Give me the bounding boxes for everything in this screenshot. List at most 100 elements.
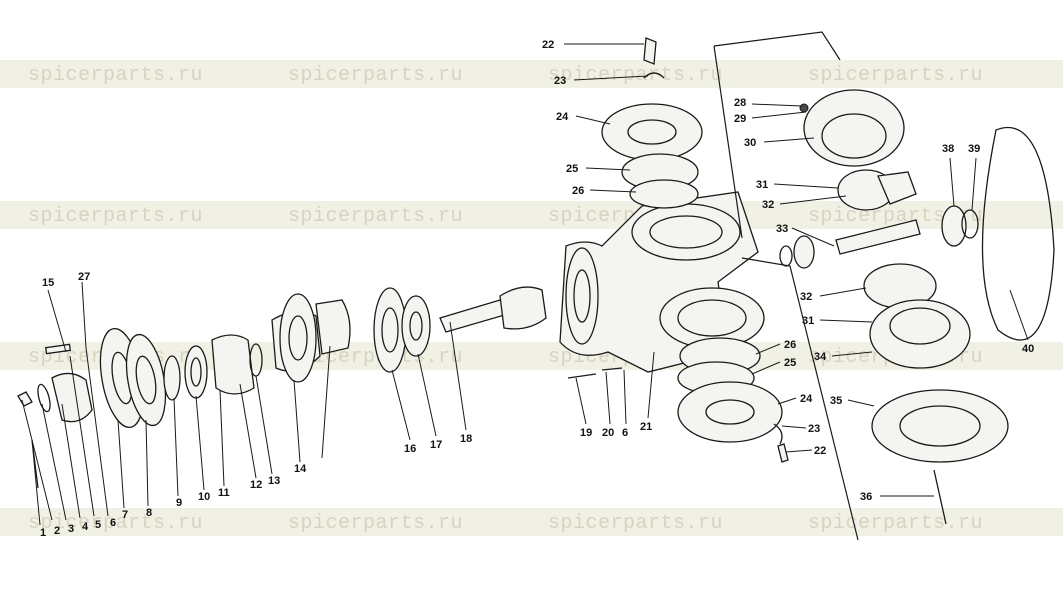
callout-label: 6: [110, 517, 116, 529]
callout-label: 13: [268, 475, 280, 487]
callout-label: 10: [198, 491, 210, 503]
washer-20: [601, 367, 623, 371]
lock-plate-23b: [773, 423, 783, 445]
ring-gear-35: [871, 389, 1009, 463]
callout-label: 25: [566, 163, 578, 175]
callout-label: 22: [542, 39, 554, 51]
drive-pinion-gear: [499, 286, 547, 330]
shim-pack: [373, 287, 407, 373]
bearing-cage-body: [315, 299, 351, 355]
watermark-text: spicerparts.ru: [28, 205, 203, 228]
callout-label: 26: [572, 185, 584, 197]
callout-label: 8: [146, 507, 152, 519]
callout-label: 32: [800, 291, 812, 303]
watermark-text: spicerparts.ru: [808, 512, 983, 535]
watermark-text: spicerparts.ru: [28, 64, 203, 87]
callout-label: 11: [218, 487, 230, 499]
group-frames: [713, 31, 859, 541]
flange-yoke: [51, 372, 93, 423]
adjusting-nut-24b: [677, 381, 783, 443]
seal: [184, 345, 208, 399]
bearing-cone-26: [629, 179, 699, 209]
callout-label: 5: [95, 519, 101, 531]
callout-label: 31: [802, 315, 814, 327]
callout-label: 12: [250, 479, 262, 491]
callout-label: 35: [830, 395, 842, 407]
drive-pinion-shaft: [439, 299, 509, 333]
callout-label: 36: [860, 491, 872, 503]
callout-label: 9: [176, 497, 182, 509]
bolt-22: [643, 37, 657, 65]
callout-label: 21: [640, 421, 652, 433]
callout-label: 33: [776, 223, 788, 235]
callout-label: 39: [968, 143, 980, 155]
callout-label: 25: [784, 357, 796, 369]
callout-label: 2: [54, 525, 60, 537]
callout-label: 17: [430, 439, 442, 451]
housing-upper-bore: [631, 203, 741, 261]
callout-label: 3: [68, 523, 74, 535]
callout-label: 28: [734, 97, 746, 109]
housing-front-face: [565, 247, 599, 345]
cross-shaft-33: [835, 219, 921, 255]
callout-label: 30: [744, 137, 756, 149]
watermark-text: spicerparts.ru: [808, 64, 983, 87]
diff-group-frame-left: [713, 45, 743, 239]
diff-case-half-30: [803, 89, 905, 167]
callout-label: 24: [556, 111, 569, 123]
castle-nut: [17, 391, 33, 407]
callout-label: 27: [78, 271, 90, 283]
callout-label: 1: [40, 527, 46, 539]
callout-label: 24: [800, 393, 813, 405]
shim: [163, 355, 181, 401]
bolt-36: [933, 469, 947, 525]
watermark-text: spicerparts.ru: [288, 512, 463, 535]
watermark-text: spicerparts.ru: [28, 512, 203, 535]
adjusting-nut-24: [601, 103, 703, 161]
diff-pinion-33: [793, 235, 815, 269]
callout-label: 4: [82, 521, 89, 533]
pinion-gear-32: [877, 171, 917, 205]
callout-label: 15: [42, 277, 54, 289]
watermark-text: spicerparts.ru: [808, 205, 983, 228]
watermark-text: spicerparts.ru: [288, 205, 463, 228]
callout-label: 6: [622, 427, 628, 439]
diff-group-frame-lower: [741, 257, 859, 541]
bolt-19: [567, 373, 597, 379]
taper-bearing: [211, 334, 255, 395]
washer: [37, 383, 51, 413]
callout-label: 23: [554, 75, 566, 87]
watermark-text: spicerparts.ru: [548, 64, 723, 87]
callout-label: 19: [580, 427, 592, 439]
callout-label: 7: [122, 509, 128, 521]
callout-label: 14: [294, 463, 307, 475]
callout-label: 40: [1022, 343, 1034, 355]
bolt-22b: [777, 443, 789, 463]
callout-label: 16: [404, 443, 416, 455]
diff-group-frame-top: [713, 31, 841, 61]
callout-label: 18: [460, 433, 472, 445]
bolt-28: [799, 103, 809, 113]
watermark-text: spicerparts.ru: [288, 64, 463, 87]
callout-label: 26: [784, 339, 796, 351]
callout-label: 38: [942, 143, 954, 155]
watermark-text: spicerparts.ru: [548, 512, 723, 535]
thrust-washer-39: [961, 209, 979, 239]
washer-33: [779, 245, 793, 267]
callout-label: 23: [808, 423, 820, 435]
callout-label: 29: [734, 113, 746, 125]
gasket-40: [981, 126, 1055, 341]
callout-label: 34: [814, 351, 827, 363]
inner-bearing: [401, 295, 431, 357]
diff-case-half-31b: [869, 299, 971, 369]
callout-label: 20: [602, 427, 614, 439]
parts-drawing: [17, 37, 1055, 525]
leader-lines: [21, 43, 1029, 526]
bearing-cage-face: [279, 293, 317, 383]
callout-label: 31: [756, 179, 768, 191]
callout-label: 22: [814, 445, 826, 457]
callout-labels: 1 2 3 4 5 6 7 8 9 10 11 12 13 14 15 27 1…: [40, 39, 1034, 539]
callout-label: 32: [762, 199, 774, 211]
